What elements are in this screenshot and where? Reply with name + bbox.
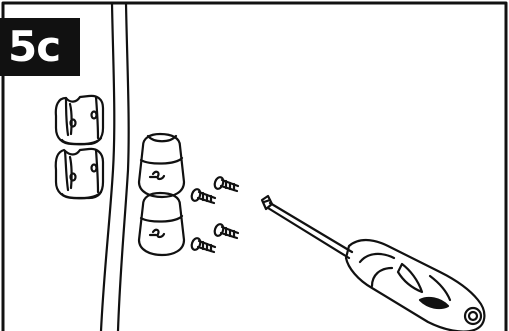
cabinet-panel-edge: [99, 1, 130, 331]
mounted-clip-lower: [54, 147, 105, 200]
step-label: 5c: [8, 22, 61, 71]
screw-3: [213, 223, 240, 240]
step-badge: 5c: [0, 18, 80, 76]
screw-2: [190, 188, 217, 205]
screwdriver: [260, 194, 486, 331]
loose-clip-lower: [137, 191, 186, 257]
loose-clip-upper: [137, 132, 186, 199]
screw-1: [213, 176, 240, 193]
mounted-clip-upper: [54, 94, 105, 146]
screw-4: [190, 237, 217, 254]
